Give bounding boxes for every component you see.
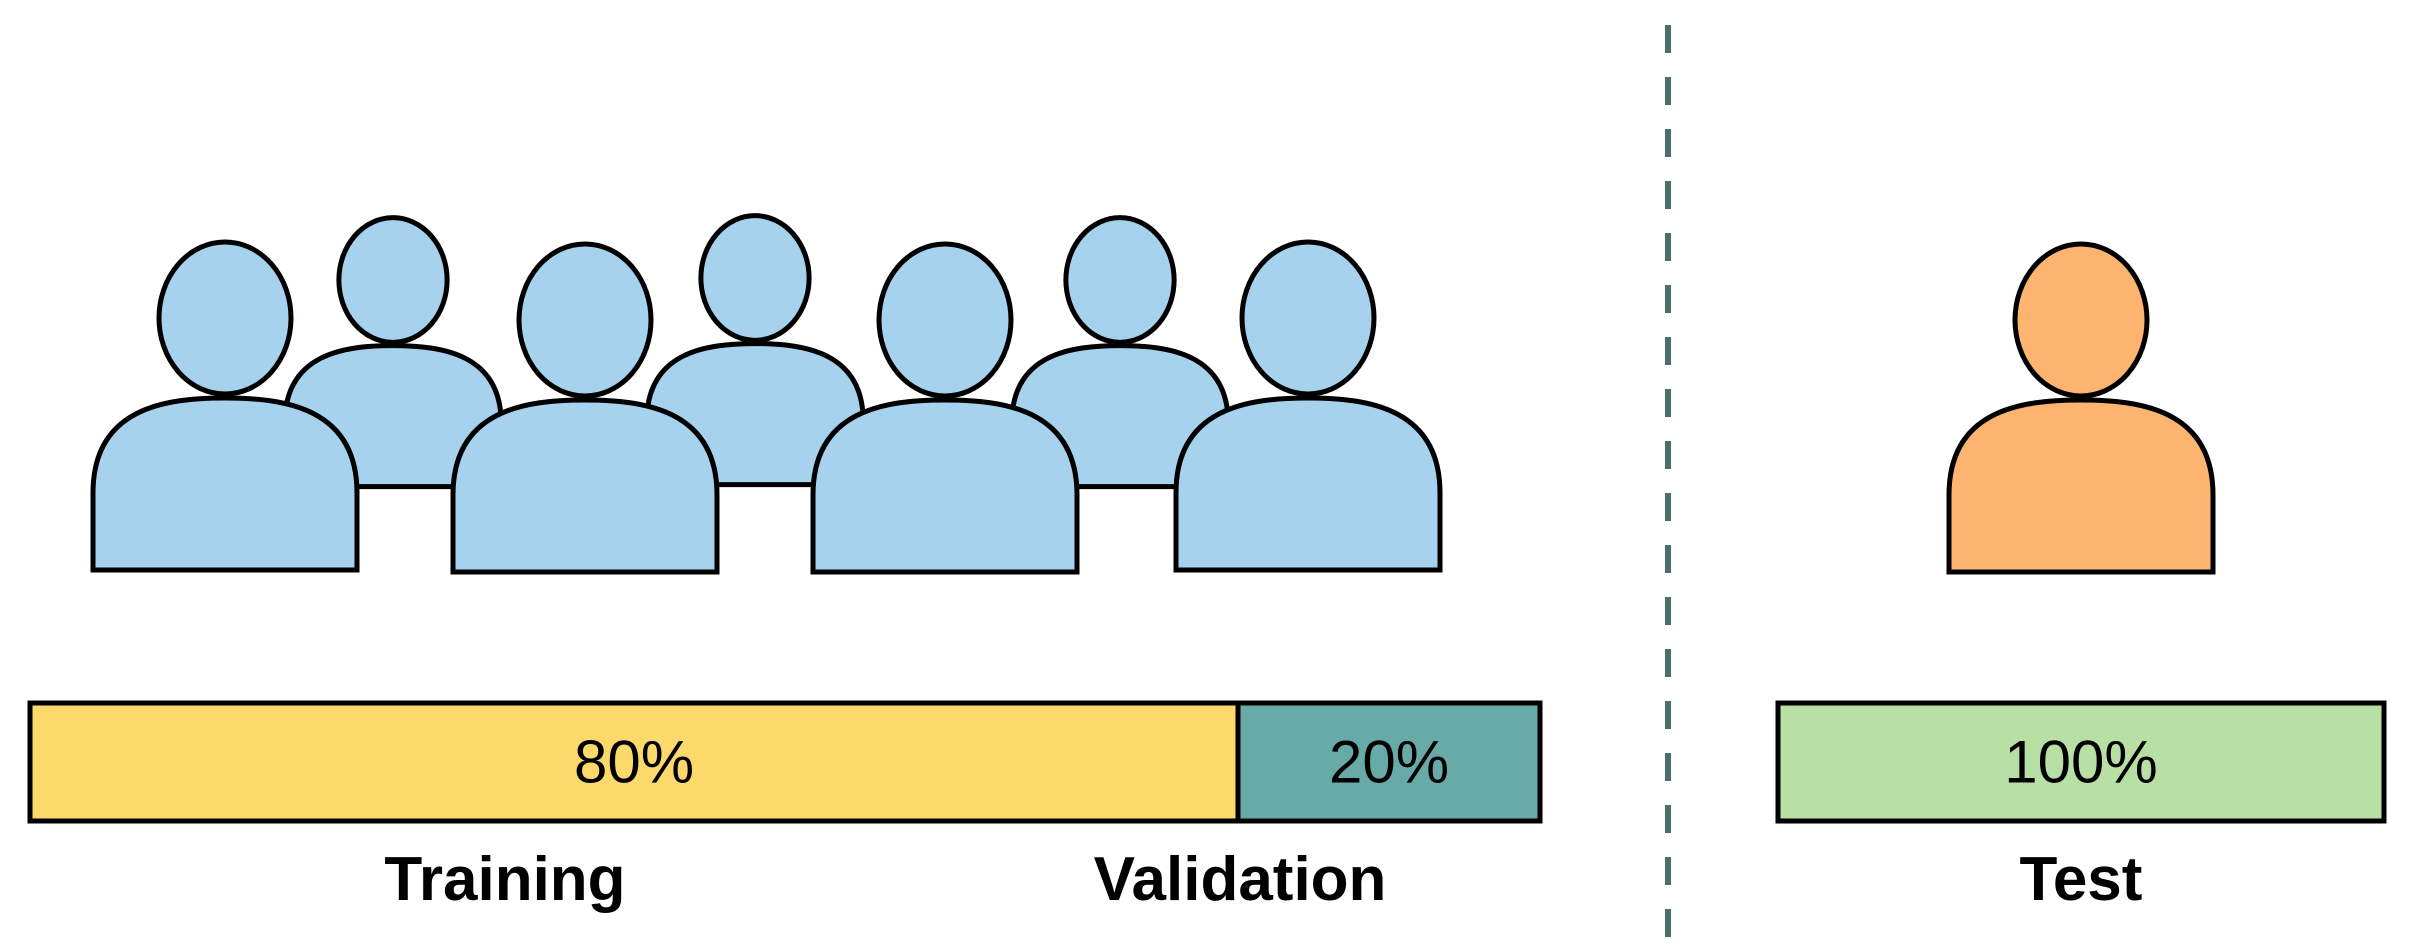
- validation-bar-segment: [1235, 700, 1543, 824]
- test-percent-label: 100%: [2004, 729, 2157, 796]
- training-caption: Training: [384, 845, 625, 914]
- person-head: [156, 239, 294, 397]
- training-percent-label: 80%: [574, 729, 694, 796]
- person-head: [2012, 241, 2150, 399]
- person-icon: [1946, 241, 2216, 575]
- person-body: [90, 395, 360, 573]
- person-body: [1173, 395, 1443, 573]
- validation-caption: Validation: [1094, 845, 1387, 914]
- person-head: [336, 215, 450, 345]
- test-caption: Test: [2020, 845, 2143, 914]
- test-bar: 100%: [1775, 700, 2387, 824]
- person-icon: [810, 241, 1080, 575]
- person-body: [450, 397, 720, 575]
- test-bar-segment: [1775, 700, 2387, 824]
- person-head: [1063, 215, 1177, 345]
- person-body: [810, 397, 1080, 575]
- person-icon: [90, 239, 360, 573]
- person-head: [698, 213, 812, 343]
- person-body: [1946, 397, 2216, 575]
- people-group-icon: [90, 213, 1443, 575]
- person-head: [516, 241, 654, 399]
- training-bar-segment: [27, 700, 1241, 824]
- validation-percent-label: 20%: [1329, 729, 1449, 796]
- person-icon: [1173, 239, 1443, 573]
- person-icon: [450, 241, 720, 575]
- person-head: [1239, 239, 1377, 397]
- person-head: [876, 241, 1014, 399]
- train-validation-bar: 80% 20%: [27, 700, 1543, 824]
